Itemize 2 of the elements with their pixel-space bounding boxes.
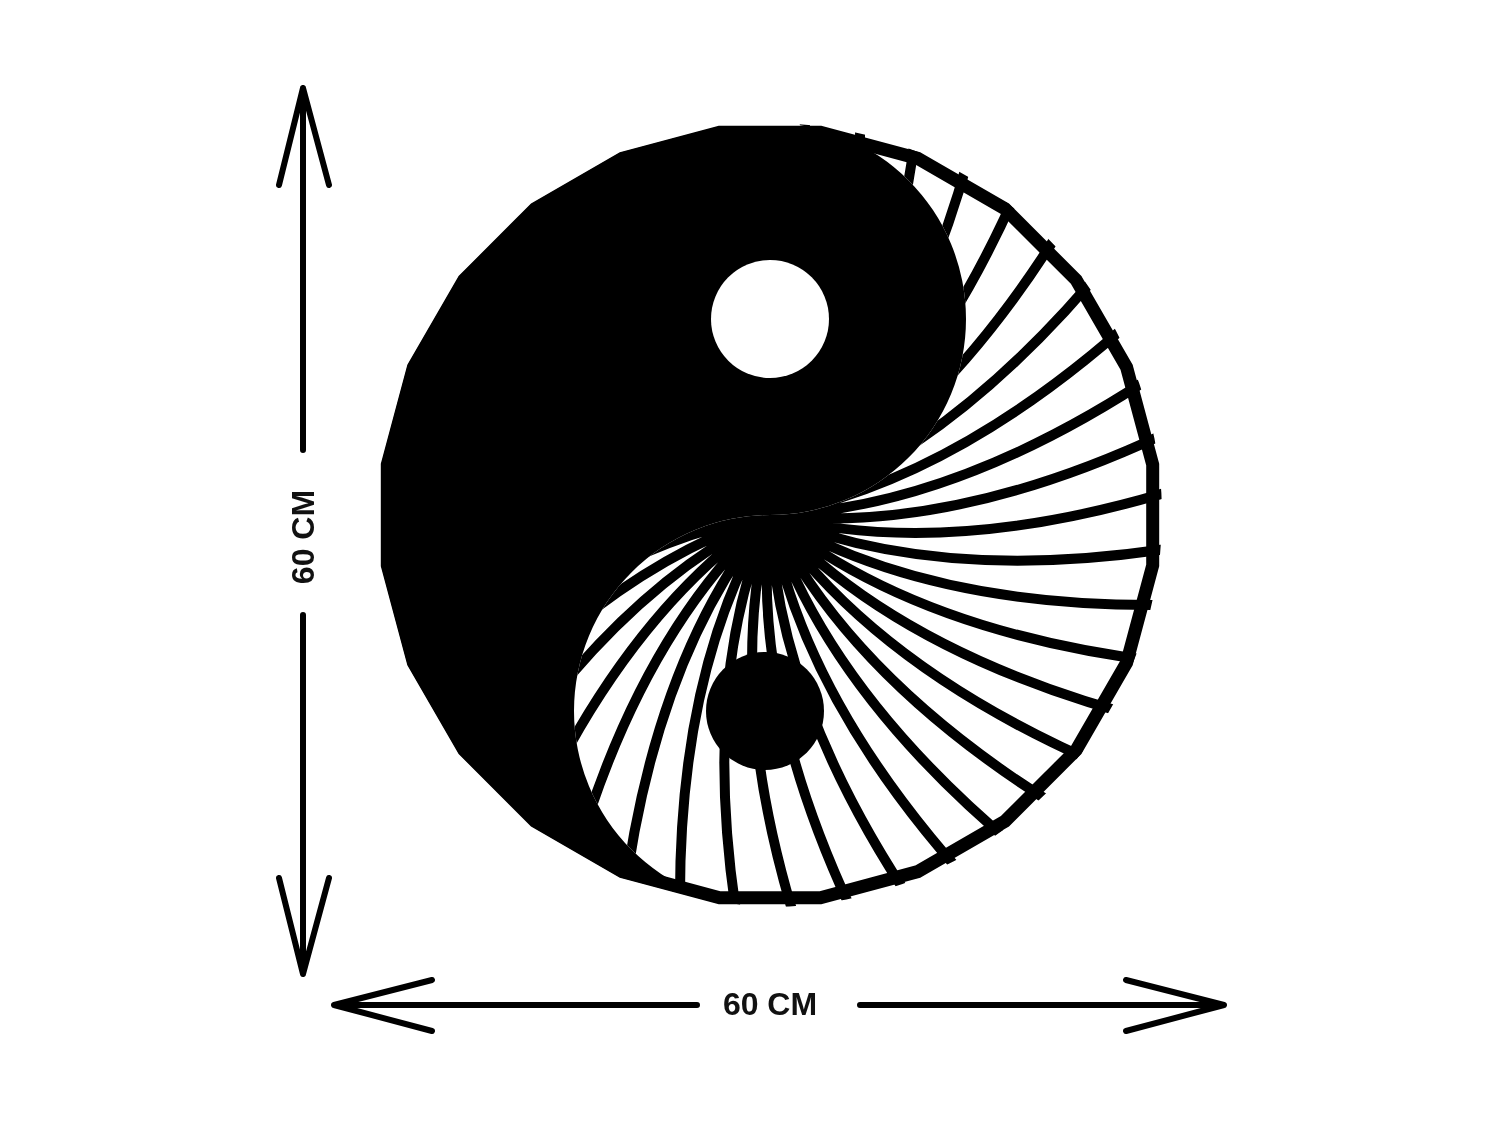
dimension-label: 60 CM [722,988,818,1020]
dimension-label: 60 CM [287,489,319,585]
